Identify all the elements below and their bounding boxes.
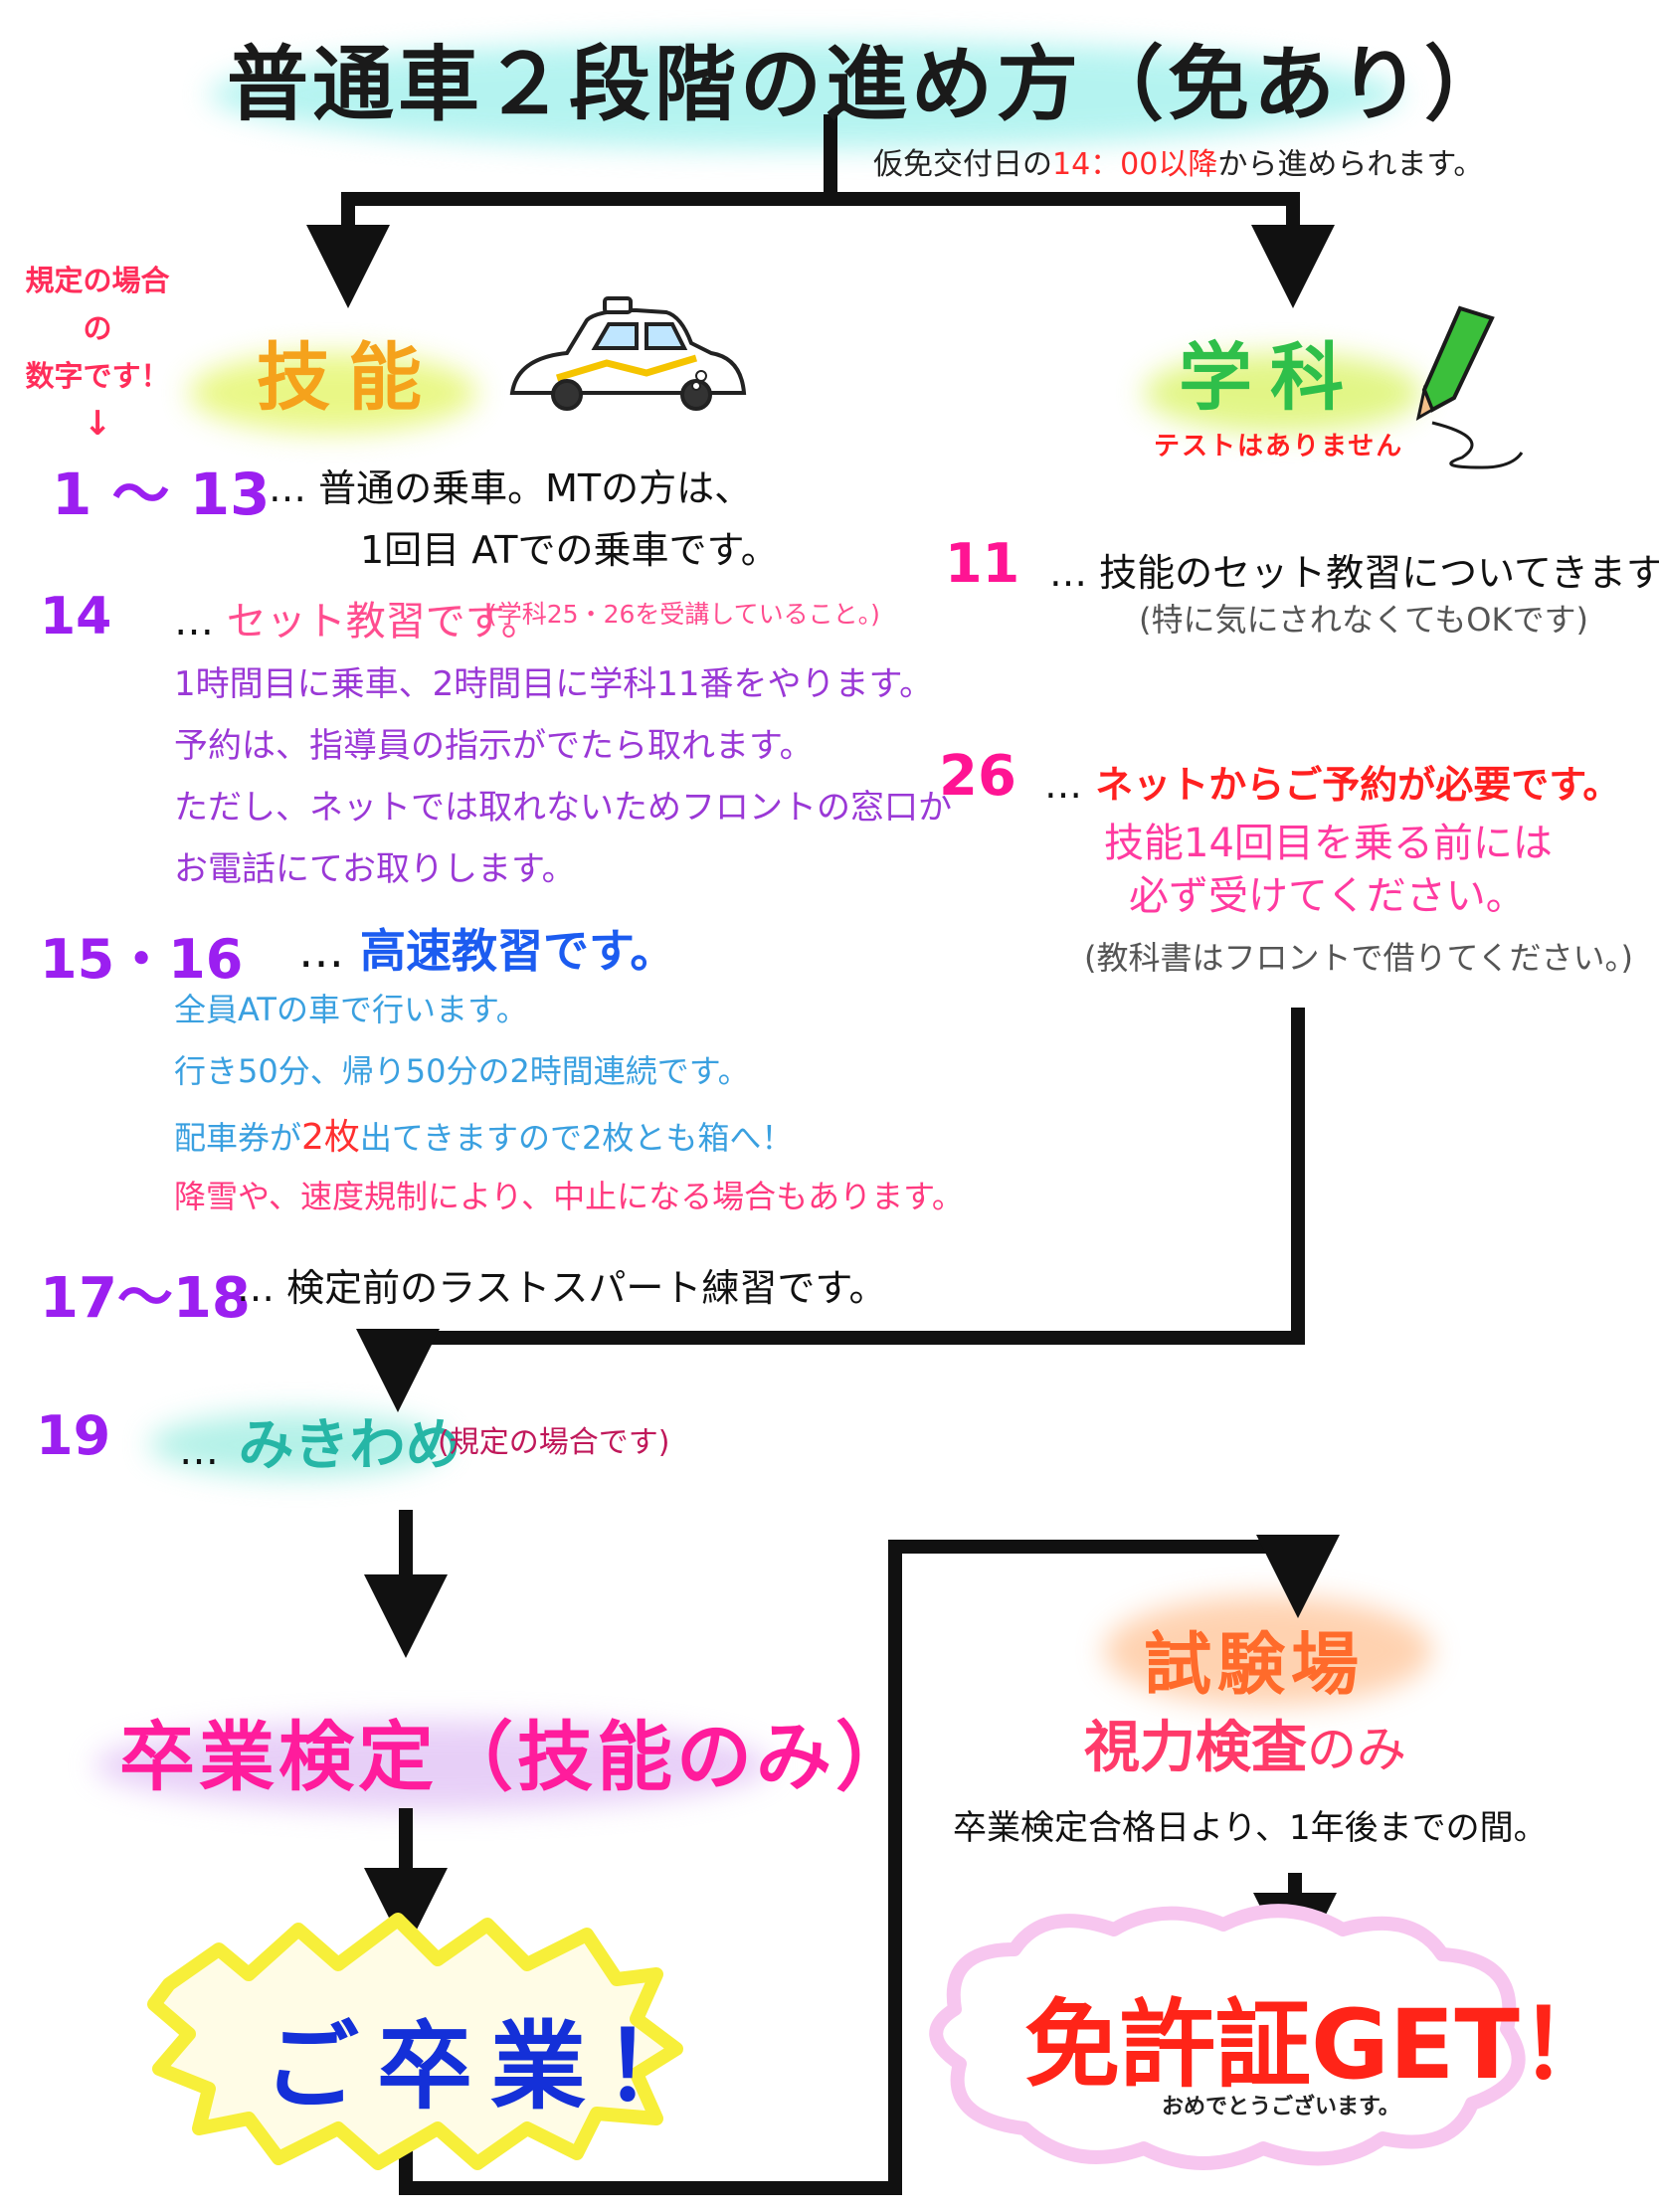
shiryoku-main: 視力検査 xyxy=(1084,1716,1307,1780)
gosotsugyo-burst xyxy=(147,1913,683,2170)
mikiwame-main: … みきわめ xyxy=(179,1400,461,1481)
mikiwame-text: みきわめ xyxy=(238,1413,461,1478)
gino-14-main: … セット教習です。 xyxy=(174,589,541,646)
gino-1-13-text1: 普通の乗車。MTの方は、 xyxy=(318,466,753,510)
gino-14-line4: お電話にてお取りします。 xyxy=(174,849,576,889)
gino-15-16-main-text: 高速教習です。 xyxy=(360,924,676,978)
kitei-note-line2: 数字です！ xyxy=(25,359,170,393)
gino-15-16-line1: 全員ATの車で行います。 xyxy=(174,991,528,1028)
gakka-merge-line xyxy=(391,1008,1305,1345)
kitei-note-line1: 規定の場合の xyxy=(25,264,170,345)
gakka-26-line2: 必ず受けてください。 xyxy=(1129,873,1526,919)
gosotsugyo-label: ご卒業！ xyxy=(264,2011,717,2122)
gino-14-sub: (学科25・26を受講していること。) xyxy=(487,600,880,629)
gino-14-main-text: セット教習です。 xyxy=(226,599,541,645)
gino-17-18-text: 検定前のラストスパート練習です。 xyxy=(286,1266,887,1310)
top-note: 仮免交付日の14：00以降から進められます。 xyxy=(873,139,1483,183)
gino-17-18-main: … 検定前のラストスパート練習です。 xyxy=(237,1257,887,1312)
gakka-11-main: … 技能のセット教習についてきます xyxy=(1049,542,1659,597)
gakka-26-sub: (教科書はフロントで借りてください。) xyxy=(1084,939,1634,977)
gino-num-14: 14 xyxy=(40,587,112,646)
gino-15-16-line2: 行き50分、帰り50分の2時間連続です。 xyxy=(174,1052,750,1090)
gakka-26-line1: 技能14回目を乗る前には xyxy=(1104,821,1553,866)
taxi-icon xyxy=(509,296,747,411)
gino-1-13-line2: 1回目 ATでの乗車です。 xyxy=(360,528,779,572)
gino-14-line2: 予約は、指導員の指示がでたら取れます。 xyxy=(174,726,814,766)
return-line xyxy=(399,1540,1305,2195)
gakka-26-dots: … xyxy=(1044,763,1082,807)
gakka-num-26: 26 xyxy=(939,744,1016,809)
mikiwame-dots: … xyxy=(179,1428,219,1474)
kitei-note: 規定の場合の 数字です！ ↓ xyxy=(18,257,177,448)
gakka-11-text: 技能のセット教習についてきます xyxy=(1099,551,1659,595)
ticket-count: 2枚 xyxy=(301,1117,360,1158)
shikenjo-heading: 試験場 xyxy=(1144,1626,1366,1705)
top-note-prefix: 仮免交付日の xyxy=(873,147,1052,182)
gakka-26-text: ネットからご予約が必要です。 xyxy=(1095,763,1621,807)
menkyo-cloud xyxy=(929,1904,1526,2170)
gino-heading: 技能 xyxy=(257,335,440,421)
gakka-highlight xyxy=(1144,353,1422,433)
mikiwame-num: 19 xyxy=(36,1404,111,1467)
gakka-num-11: 11 xyxy=(945,532,1020,595)
mikiwame-highlight xyxy=(149,1412,448,1477)
pencil-icon xyxy=(1415,305,1524,469)
top-note-suffix: から進められます。 xyxy=(1217,147,1484,182)
ticket-post: 出てきますので2枚とも箱へ！ xyxy=(359,1119,794,1157)
gino-highlight xyxy=(189,353,477,433)
gino-14-line3: ただし、ネットでは取れないためフロントの窓口か xyxy=(174,788,952,828)
gino-15-16-note: 降雪や、速度規制により、中止になる場合もあります。 xyxy=(174,1178,964,1215)
gino-num-1-13: 1 ～ 13 xyxy=(52,461,271,528)
gino-15-16-dots: … xyxy=(298,924,344,978)
gino-num-15-16: 15・16 xyxy=(40,928,244,991)
title-highlight xyxy=(209,40,1402,149)
ticket-pre: 配車券が xyxy=(174,1119,302,1157)
mikiwame-sub: (規定の場合です) xyxy=(438,1425,670,1460)
gino-17-18-dots: … xyxy=(237,1266,275,1310)
gino-1-13-line1: … 普通の乗車。MTの方は、 xyxy=(269,458,752,512)
gino-14-line1: 1時間目に乗車、2時間目に学科11番をやります。 xyxy=(174,664,934,704)
gino-14-dots: … xyxy=(174,599,214,645)
page-title: 普通車２段階の進め方（免あり） xyxy=(227,38,1511,132)
omedeto-label: おめでとうございます。 xyxy=(1162,2095,1400,2120)
gakka-heading: 学科 xyxy=(1179,335,1362,421)
shiryoku-suffix: のみ xyxy=(1307,1721,1406,1778)
shikenjo-period: 卒業検定合格日より、1年後までの間。 xyxy=(953,1808,1548,1848)
gino-15-16-main: … 高速教習です。 xyxy=(298,915,675,981)
sotsugyo-kentei-highlight xyxy=(94,1721,771,1810)
menkyo-get-label: 免許証GET！ xyxy=(1024,1989,1615,2101)
gino-1-13-dots: … xyxy=(269,466,306,510)
gakka-11-dots: … xyxy=(1049,551,1087,595)
gakka-11-sub: (特に気にされなくてもOKです) xyxy=(1139,601,1588,639)
shiryoku-kensa: 視力検査のみ xyxy=(1084,1703,1406,1783)
gakka-26-main: … ネットからご予約が必要です。 xyxy=(1044,754,1620,809)
top-note-time: 14：00以降 xyxy=(1052,147,1218,182)
sotsugyo-kentei: 卒業検定（技能のみ） xyxy=(119,1713,915,1801)
gino-num-17-18: 17～18 xyxy=(40,1266,251,1331)
gino-15-16-ticket: 配車券が2枚出てきますので2枚とも箱へ！ xyxy=(174,1108,793,1160)
gakka-no-test: テストはありません xyxy=(1154,432,1404,461)
kitei-arrow-icon: ↓ xyxy=(83,404,112,444)
